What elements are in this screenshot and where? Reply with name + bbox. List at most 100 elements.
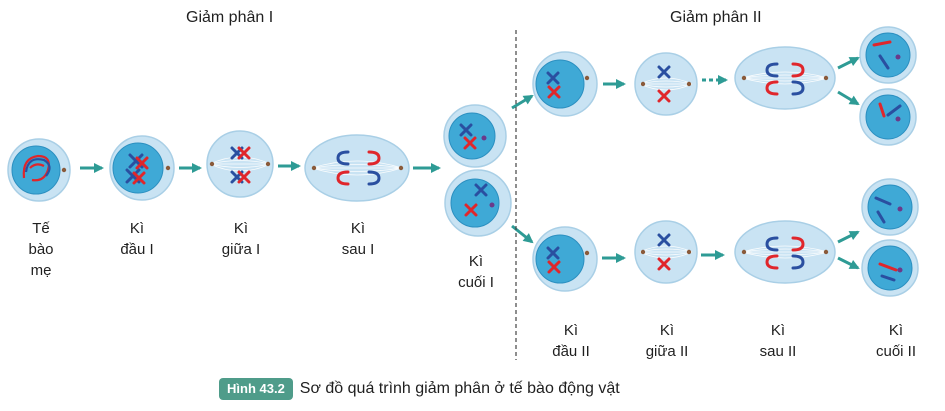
stage-arrow [179, 163, 202, 173]
centrosome [897, 206, 903, 212]
chromosome [765, 236, 779, 252]
cell-anaphase-2-bottom [734, 220, 836, 284]
cell-prophase-2-bottom [532, 226, 598, 292]
arrow-head [848, 259, 860, 269]
cell-telophase-2-b [859, 88, 917, 146]
chromosome [132, 171, 146, 185]
arrow-head [848, 95, 860, 106]
centrosome [895, 116, 901, 122]
cell-telophase-2-c [861, 178, 919, 236]
stage-arrow [511, 94, 534, 110]
centrosome [398, 165, 404, 171]
cell-telophase-1 [443, 104, 512, 237]
chromosome [765, 80, 779, 96]
chromosome [237, 146, 251, 160]
chromosome [546, 246, 560, 260]
spindle-fiber [741, 71, 829, 79]
chromosome [876, 210, 886, 224]
chromosome [791, 80, 805, 96]
stage-arrow [702, 75, 728, 85]
stage-arrow [511, 224, 534, 244]
centrosome [741, 75, 747, 81]
spindle-fiber [639, 245, 693, 253]
centrosome [584, 75, 590, 81]
centrosome [61, 167, 67, 173]
centrosome [209, 161, 215, 167]
centrosome [686, 249, 692, 255]
arrow-head [192, 163, 202, 173]
centrosome [741, 249, 747, 255]
nucleus [11, 145, 61, 195]
chromosome [237, 170, 251, 184]
nucleus [450, 178, 500, 228]
stage-arrow [413, 163, 441, 173]
chromosome [657, 257, 671, 271]
centrosome [897, 267, 903, 273]
arrow-head [848, 57, 860, 67]
figure-caption: Hình 43.2 Sơ đồ quá trình giảm phân ở tế… [219, 377, 620, 401]
cell-anaphase-1 [304, 134, 410, 202]
chromosome [24, 158, 51, 177]
chromosome [22, 154, 50, 182]
nucleus [867, 184, 913, 230]
chromosome [791, 236, 805, 252]
nucleus [865, 32, 911, 78]
centrosome [481, 135, 487, 141]
spindle-fiber [741, 74, 829, 79]
chromosome [872, 40, 892, 47]
chromosome [367, 150, 381, 166]
centrosome [686, 81, 692, 87]
spindle-fiber [639, 251, 693, 259]
chromosome [336, 170, 350, 186]
stage-arrow [278, 161, 301, 171]
arrow-head [94, 163, 104, 173]
centrosome [584, 250, 590, 256]
spindle-fiber [311, 164, 403, 169]
spindle-fiber [311, 160, 403, 169]
centrosome [265, 161, 271, 167]
chromosome [135, 156, 149, 170]
spindle-fiber [209, 160, 271, 165]
chromosome [474, 183, 488, 197]
centrosome [489, 202, 495, 208]
stage-arrow [837, 230, 860, 244]
spindle-fiber [741, 245, 829, 253]
cell-metaphase-1 [206, 130, 274, 198]
arrow-head [718, 75, 728, 85]
cell-telophase-2-d [861, 239, 919, 297]
arrow-head [848, 231, 860, 241]
chromosome [878, 102, 886, 118]
stage-arrow [603, 79, 626, 89]
cell-mother [7, 138, 71, 202]
chromosome [791, 62, 805, 78]
spindle-fiber [639, 83, 693, 91]
chromosome [878, 54, 890, 70]
chromosome [367, 170, 381, 186]
centrosome [640, 81, 646, 87]
chromosome [878, 262, 898, 272]
centrosome [823, 75, 829, 81]
chromosome [657, 89, 671, 103]
cell-metaphase-2-bottom [634, 220, 698, 284]
arrow-head [522, 94, 534, 105]
arrow-head [616, 253, 626, 263]
nucleus [535, 59, 585, 109]
chromosome [464, 203, 478, 217]
centrosome [311, 165, 317, 171]
cell-prophase-1 [109, 135, 175, 201]
spindle-fiber [741, 248, 829, 253]
cell-metaphase-2-top [634, 52, 698, 116]
arrow-head [715, 250, 725, 260]
cell-telophase-2-a [859, 26, 917, 84]
chromosome [791, 254, 805, 270]
stage-arrow [701, 250, 725, 260]
spindle-fiber [639, 77, 693, 85]
centrosome [165, 165, 171, 171]
